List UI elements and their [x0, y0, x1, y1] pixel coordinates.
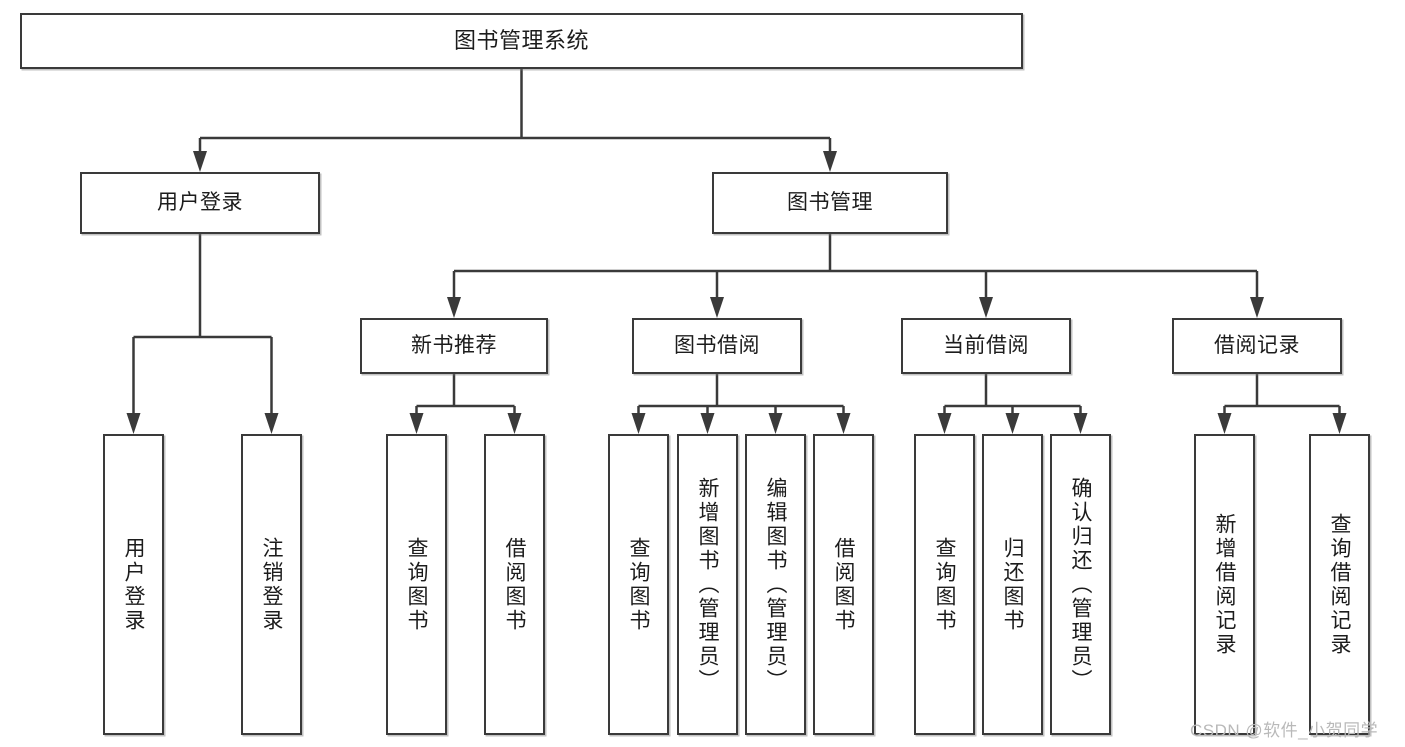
- node-label: 图书管理: [787, 190, 873, 214]
- node-label: 查询借阅记录: [1328, 512, 1351, 657]
- node-label: 归还图书: [1001, 536, 1024, 633]
- arrow-head-leaf_10: [1073, 413, 1088, 434]
- node-label: 注销登录: [260, 536, 283, 633]
- node-root[interactable]: 图书管理系统: [20, 13, 1023, 69]
- arrow-head-leaf_9: [1005, 413, 1020, 434]
- node-label: 编辑图书（管理员）: [764, 476, 787, 693]
- node-leaf_10[interactable]: 确认归还（管理员）: [1050, 434, 1111, 735]
- node-leaf_9[interactable]: 归还图书: [982, 434, 1043, 735]
- arrow-head-leaf_6: [768, 413, 783, 434]
- arrow-head-l2_2: [979, 297, 993, 318]
- node-leaf_2[interactable]: 查询图书: [386, 434, 447, 735]
- arrow-head-leaf_12: [1332, 413, 1347, 434]
- node-label: 用户登录: [122, 536, 145, 633]
- arrow-head-l2_0: [447, 297, 461, 318]
- arrow-head-l2_3: [1250, 297, 1264, 318]
- node-l2_3[interactable]: 借阅记录: [1172, 318, 1342, 374]
- node-l2_2[interactable]: 当前借阅: [901, 318, 1071, 374]
- node-leaf_12[interactable]: 查询借阅记录: [1309, 434, 1370, 735]
- node-leaf_8[interactable]: 查询图书: [914, 434, 975, 735]
- node-label: 当前借阅: [943, 333, 1029, 357]
- node-leaf_1[interactable]: 注销登录: [241, 434, 302, 735]
- node-label: 借阅图书: [503, 536, 526, 633]
- node-label: 新书推荐: [411, 333, 497, 357]
- arrow-head-leaf_8: [937, 413, 952, 434]
- node-label: 确认归还（管理员）: [1069, 476, 1092, 693]
- node-leaf_0[interactable]: 用户登录: [103, 434, 164, 735]
- arrow-head-leaf_4: [631, 413, 646, 434]
- node-leaf_7[interactable]: 借阅图书: [813, 434, 874, 735]
- node-label: 用户登录: [157, 190, 243, 214]
- node-label: 查询图书: [405, 536, 428, 633]
- node-l1_0[interactable]: 用户登录: [80, 172, 320, 234]
- watermark-text: CSDN @软件_小贺同学: [1190, 721, 1379, 740]
- node-label: 查询图书: [933, 536, 956, 633]
- node-l1_1[interactable]: 图书管理: [712, 172, 948, 234]
- arrow-head-leaf_0: [126, 413, 141, 434]
- arrow-head-l1_0: [193, 151, 207, 172]
- node-leaf_11[interactable]: 新增借阅记录: [1194, 434, 1255, 735]
- node-label: 借阅图书: [832, 536, 855, 633]
- node-label: 图书借阅: [674, 333, 760, 357]
- node-label: 新增借阅记录: [1213, 512, 1236, 657]
- arrow-head-l2_1: [710, 297, 724, 318]
- arrow-head-leaf_3: [507, 413, 522, 434]
- node-leaf_5[interactable]: 新增图书（管理员）: [677, 434, 738, 735]
- arrow-head-l1_1: [823, 151, 837, 172]
- arrow-head-leaf_7: [836, 413, 851, 434]
- arrow-head-leaf_2: [409, 413, 424, 434]
- node-label: 查询图书: [627, 536, 650, 633]
- node-label: 新增图书（管理员）: [696, 476, 719, 693]
- arrow-head-leaf_11: [1217, 413, 1232, 434]
- node-leaf_4[interactable]: 查询图书: [608, 434, 669, 735]
- node-leaf_3[interactable]: 借阅图书: [484, 434, 545, 735]
- node-label: 图书管理系统: [453, 28, 589, 54]
- arrow-head-leaf_1: [264, 413, 279, 434]
- node-label: 借阅记录: [1214, 333, 1300, 357]
- node-l2_0[interactable]: 新书推荐: [360, 318, 548, 374]
- node-leaf_6[interactable]: 编辑图书（管理员）: [745, 434, 806, 735]
- node-l2_1[interactable]: 图书借阅: [632, 318, 802, 374]
- arrow-head-leaf_5: [700, 413, 715, 434]
